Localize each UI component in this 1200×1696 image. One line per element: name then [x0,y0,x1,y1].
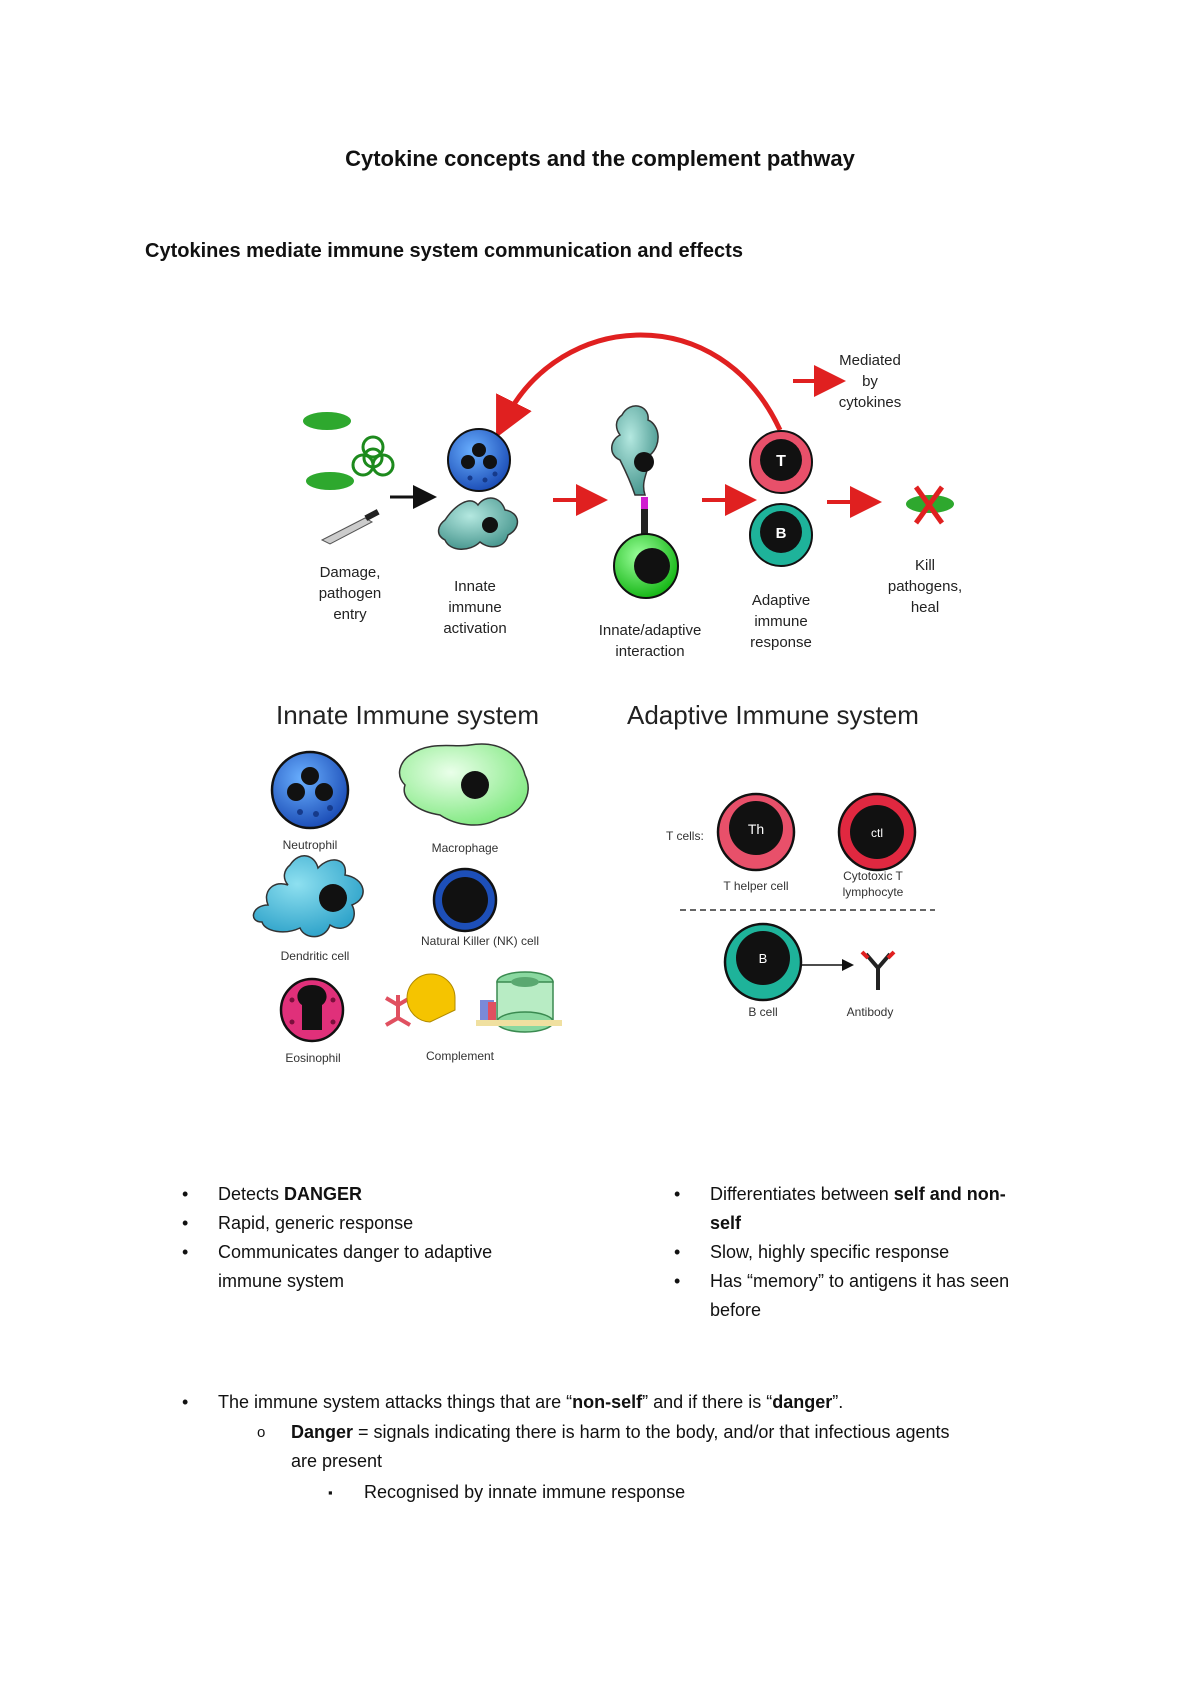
adaptive-bullet-list: Differentiates between self and non-self… [674,1180,1009,1325]
b-cell-large-icon: B [723,922,803,1002]
biohazard-icon [351,435,395,477]
section-heading: Cytokines mediate immune system communic… [145,240,743,262]
antibody-label: Antibody [846,1005,894,1019]
b-cell-letter: B [776,525,787,542]
b-letter: B [759,951,768,966]
list-item: Recognised by innate immune response [328,1478,1064,1507]
nk-cell-label: Natural Killer (NK) cell [420,934,540,948]
list-item: Detects DANGER [182,1180,492,1209]
list-item: Differentiates between self and non-self [674,1180,1009,1238]
knife-icon [320,509,380,545]
pathogen-icon [303,412,354,490]
list-item: Rapid, generic response [182,1209,492,1238]
interaction-icon [611,405,679,599]
list-item: The immune system attacks things that ar… [182,1388,1068,1417]
stage-label-damage: Damage, pathogen entry [318,564,382,623]
list-item: Has “memory” to antigens it has seenbefo… [674,1267,1009,1325]
antibody-icon [860,950,896,990]
main-subsub-list: Recognised by innate immune response [328,1478,1064,1507]
th-letter: Th [748,821,764,837]
adaptive-panel-title: Adaptive Immune system [627,700,919,730]
flow-diagram: T B [303,332,954,599]
list-item: Slow, highly specific response [674,1238,1009,1267]
stage-label-innate: Innate immune activation [443,578,507,637]
dendritic-cell-label: Dendritic cell [280,949,350,963]
t-cells-label: T cells: [666,829,704,843]
macrophage-cell-icon [398,743,529,826]
stage-label-kill: Kill pathogens, heal [887,557,963,616]
ctl-cell-icon: ctl [837,792,917,872]
dendritic-cell-large-icon [252,855,364,938]
complement-icon [384,971,562,1033]
main-sub-list: Danger = signals indicating there is har… [257,1418,1071,1476]
main-point-list: The immune system attacks things that ar… [182,1388,1068,1417]
legend-label: Mediated by cytokines [838,352,902,411]
ctl-letter: ctl [871,826,883,840]
eosinophil-cell-icon [279,977,345,1043]
nk-cell-icon [432,867,498,933]
t-helper-label: T helper cell [723,879,789,893]
ctl-label: Cytotoxic T lymphocyte [842,869,904,899]
feedback-arrow [496,332,783,438]
dendritic-cell-icon [437,497,519,550]
t-cell-icon: T [749,430,813,494]
eosinophil-label: Eosinophil [285,1051,341,1065]
complement-label: Complement [425,1049,495,1063]
t-cell-letter: T [776,453,786,470]
cell-panels: Th ctl B [252,743,935,1043]
innate-panel-title: Innate Immune system [276,700,539,730]
neutrophil-cell-icon [270,750,350,830]
list-item: Danger = signals indicating there is har… [257,1418,1071,1476]
neutrophil-label: Neutrophil [282,838,338,852]
innate-bullet-list: Detects DANGER Rapid, generic response C… [182,1180,492,1296]
neutrophil-icon [447,428,511,492]
document-title: Cytokine concepts and the complement pat… [345,146,855,171]
stage-label-adaptive: Adaptive immune response [750,592,812,651]
t-helper-cell-icon: Th [716,792,796,872]
stage-label-interaction: Innate/adaptive interaction [598,622,702,660]
killed-pathogen-icon [906,485,954,525]
macrophage-label: Macrophage [431,841,499,855]
b-cell-icon: B [749,503,813,567]
b-cell-label: B cell [748,1005,778,1019]
